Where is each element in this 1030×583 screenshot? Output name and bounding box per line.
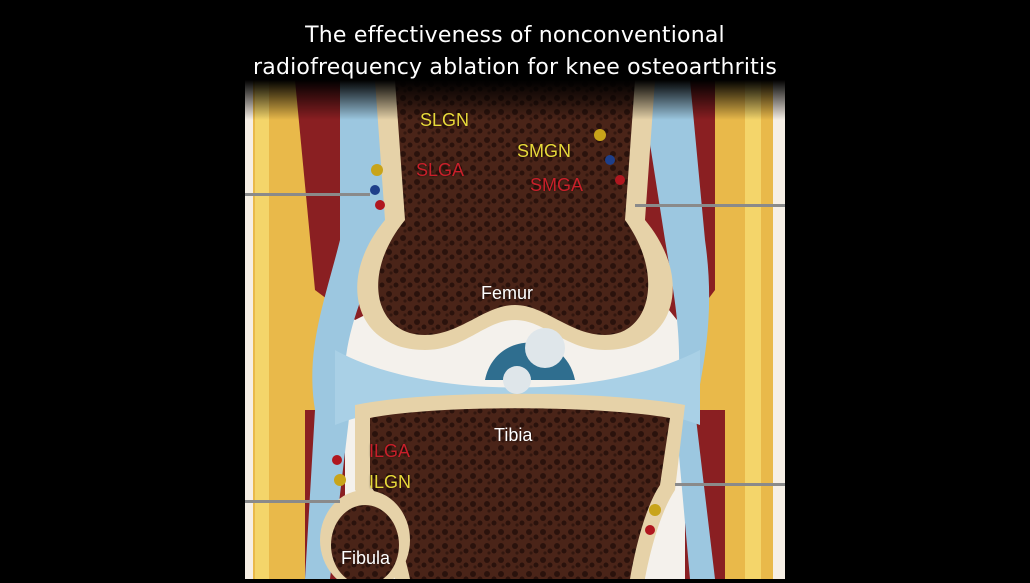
label-ilga: ILGA xyxy=(369,441,411,461)
label-fibula: Fibula xyxy=(341,548,391,568)
label-femur: Femur xyxy=(481,283,534,303)
label-smgn: SMGN xyxy=(517,141,571,161)
title-line-1: The effectiveness of nonconventional xyxy=(305,23,725,48)
title-line-2: radiofrequency ablation for knee osteoar… xyxy=(253,55,777,80)
knee-anatomy-drawing xyxy=(245,80,785,583)
knee-cross-section-illustration: SLGN SLGA SMGN SMGA Femur Tibia ILGA ILG… xyxy=(245,80,785,583)
label-ilgn: ILGN xyxy=(369,472,412,492)
label-tibia: Tibia xyxy=(494,425,533,445)
label-slgn: SLGN xyxy=(420,110,470,130)
label-smga: SMGA xyxy=(530,175,584,195)
label-slga: SLGA xyxy=(416,160,465,180)
